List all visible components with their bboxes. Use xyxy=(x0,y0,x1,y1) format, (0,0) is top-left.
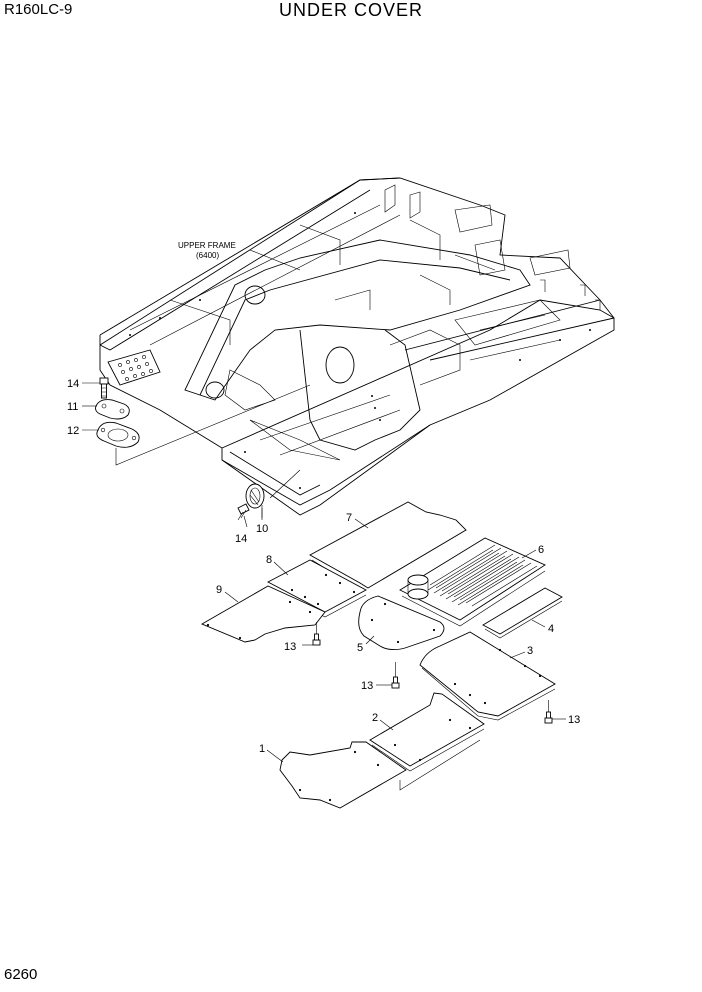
cover-4 xyxy=(482,587,563,635)
cover-10 xyxy=(245,483,265,509)
cover-edge xyxy=(371,728,485,772)
callout-8: 8 xyxy=(266,554,272,566)
callout-1: 1 xyxy=(259,743,265,755)
callout-14: 14 xyxy=(235,533,247,545)
cover-8 xyxy=(267,559,367,613)
frame-edge xyxy=(99,177,401,336)
bolt-14-bottom xyxy=(237,503,250,521)
leader-line xyxy=(115,384,311,466)
cover-8-bolts xyxy=(290,573,356,606)
frame-detail xyxy=(249,419,341,461)
frame-detail xyxy=(334,289,371,310)
boom-pin-hole xyxy=(325,346,355,384)
bolt-13-a xyxy=(312,622,321,646)
frame-detail xyxy=(259,394,391,441)
step-plate xyxy=(107,349,161,386)
callout-12: 12 xyxy=(67,425,79,437)
gasket-12 xyxy=(96,421,140,448)
frame-edge xyxy=(99,189,371,351)
cover-2-bolts xyxy=(393,718,472,762)
frame-detail xyxy=(224,369,276,411)
bolt-14-top xyxy=(99,377,109,399)
cover-3 xyxy=(419,631,556,717)
page-number: 6260 xyxy=(4,966,38,983)
upper-frame-drawing xyxy=(99,177,615,516)
cover-3-bolts xyxy=(453,648,542,705)
model-code: R160LC-9 xyxy=(4,1,73,18)
cover-edge xyxy=(421,667,556,721)
upper-frame-label: UPPER FRAME xyxy=(178,241,236,250)
cover-2 xyxy=(369,692,485,767)
frame-detail xyxy=(279,409,401,456)
page-title: UNDER COVER xyxy=(278,0,423,20)
frame-bracket xyxy=(529,249,571,276)
callout-9: 9 xyxy=(216,584,222,596)
callout-4: 4 xyxy=(548,623,554,635)
callout-11: 11 xyxy=(67,401,78,413)
frame-detail xyxy=(409,219,441,260)
callout-2: 2 xyxy=(372,712,378,724)
frame-bracket xyxy=(384,184,396,213)
callout-13: 13 xyxy=(284,641,296,653)
cover-edge xyxy=(484,600,563,639)
frame-bracket xyxy=(454,204,493,233)
bolt-13-b xyxy=(391,662,400,689)
frame-detail xyxy=(454,254,496,271)
boom-arm xyxy=(184,239,531,401)
frame-detail xyxy=(469,339,561,361)
frame-bracket xyxy=(474,239,506,276)
callout-6: 6 xyxy=(538,544,544,556)
step-plate-holes xyxy=(118,355,153,381)
frame-rivets xyxy=(129,212,591,489)
plate-11 xyxy=(95,399,130,420)
cover-1 xyxy=(279,741,407,809)
callout-13: 13 xyxy=(361,680,373,692)
boom-pin-hole xyxy=(205,381,225,399)
frame-detail xyxy=(149,214,401,346)
frame-post xyxy=(540,279,546,292)
leader-line xyxy=(399,739,481,791)
frame-detail xyxy=(479,314,546,331)
frame-detail xyxy=(169,299,231,345)
frame-edge xyxy=(429,317,615,361)
frame-bracket xyxy=(409,191,421,219)
cover-5 xyxy=(358,595,445,651)
frame-detail xyxy=(249,249,301,271)
frame-detail xyxy=(419,274,451,305)
cover-1-bolts xyxy=(298,750,380,802)
callout-10: 10 xyxy=(256,523,268,535)
cover-7 xyxy=(309,501,467,589)
callout-13: 13 xyxy=(568,714,580,726)
frame-detail xyxy=(129,204,381,331)
upper-frame-ref: (6400) xyxy=(196,251,219,260)
cover-9 xyxy=(200,585,326,643)
callout-5: 5 xyxy=(357,642,363,654)
callout-3: 3 xyxy=(527,645,533,657)
bolt-13-c xyxy=(544,700,553,724)
grille-6-duct xyxy=(407,574,429,600)
frame-detail xyxy=(454,299,561,346)
callout-7: 7 xyxy=(346,512,352,524)
frame-post xyxy=(595,299,601,310)
frame-edge xyxy=(221,424,431,506)
boom-foot xyxy=(299,329,421,451)
frame-post xyxy=(580,284,586,296)
frame-outline xyxy=(99,177,615,516)
frame-edge xyxy=(229,451,321,496)
grille-6-slots xyxy=(427,544,538,607)
grille-edge xyxy=(401,570,546,627)
frame-detail xyxy=(389,329,461,386)
callout-14: 14 xyxy=(67,378,79,390)
boom-arm-edge xyxy=(199,259,511,396)
frame-detail xyxy=(299,224,341,265)
cover-9-bolts xyxy=(206,600,312,640)
callout-leaders xyxy=(82,382,566,763)
cover-5-bolts xyxy=(370,602,436,644)
boom-pin-hole xyxy=(244,285,266,305)
